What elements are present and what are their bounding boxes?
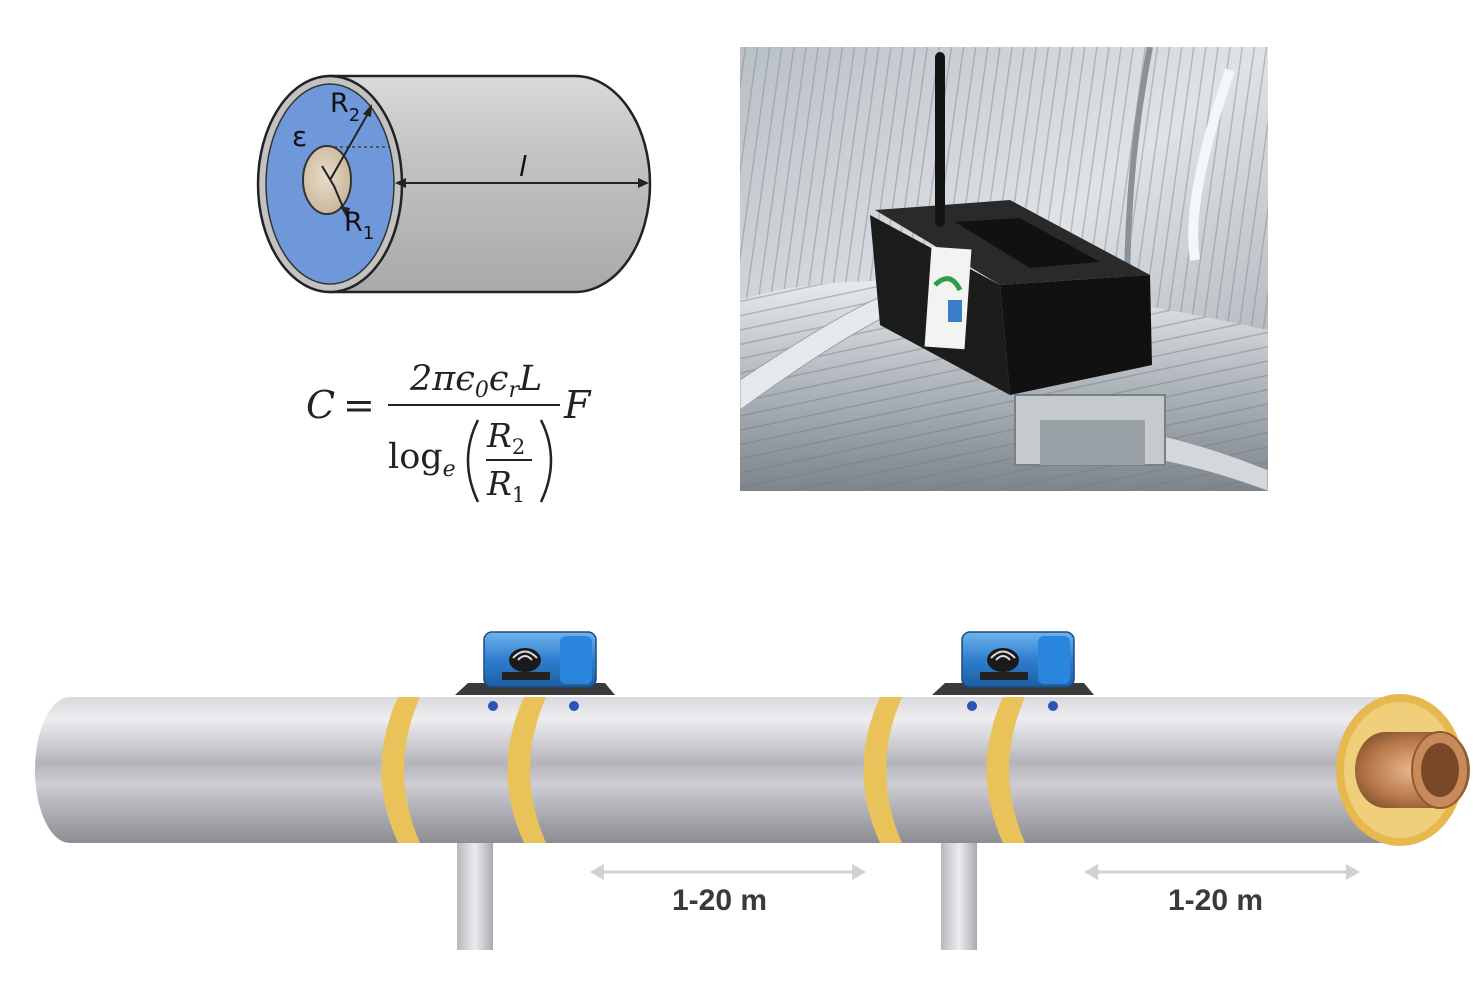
length-label: l (519, 150, 527, 183)
insulation-band (381, 697, 420, 843)
formula-lhs: C (306, 383, 335, 427)
ratio-numerator: R2 (486, 416, 525, 459)
spacing-arrow-right (1084, 864, 1360, 880)
right-paren (539, 419, 553, 503)
pipe-support-right (941, 830, 977, 950)
formula-trailing-factor: F (563, 383, 592, 427)
formula-numerator: 2πϵ0ϵrL (409, 359, 542, 403)
sensor-device-side (1000, 275, 1152, 395)
left-paren (466, 419, 480, 503)
sensor-unit-left (455, 631, 615, 711)
spacing-label-left: 1-20 m (672, 884, 767, 917)
logo-sticker (924, 246, 972, 350)
inner-radius-arrow (321, 165, 346, 213)
insulation-band (863, 697, 902, 843)
main-pipe (35, 697, 1400, 843)
spacing-label-right: 1-20 m (1168, 884, 1263, 917)
formula-log: loge (388, 437, 456, 482)
outer-radius-arrow (329, 109, 371, 181)
ratio-denominator: R1 (486, 464, 525, 507)
formula-equals: = (343, 383, 375, 427)
spacing-arrow-left (590, 864, 866, 880)
permittivity-label: ε (292, 120, 307, 153)
sensor-unit-right (932, 631, 1094, 711)
outer-radius-label: R2 (330, 88, 360, 126)
insulation-band (507, 697, 546, 843)
insulation-band (986, 697, 1025, 843)
antenna (935, 52, 945, 227)
pipe-support-left (457, 830, 493, 950)
inner-radius-label: R1 (344, 207, 374, 244)
